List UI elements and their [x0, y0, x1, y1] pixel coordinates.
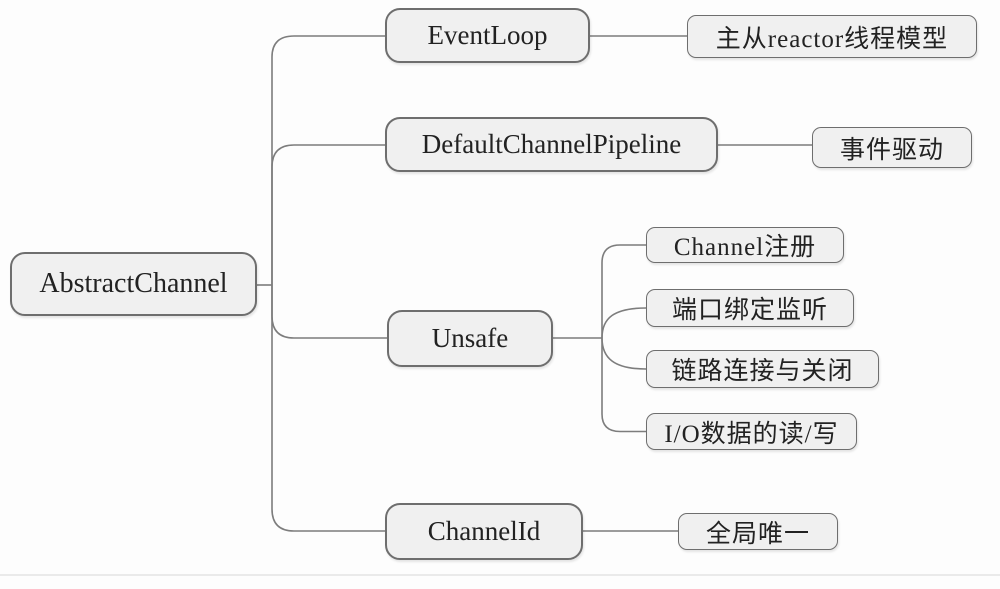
node-abstract-channel-label: AbstractChannel	[39, 268, 228, 299]
node-io-read-write: I/O数据的读/写	[646, 413, 857, 450]
connector-branch-channelid	[271, 285, 385, 532]
node-port-bind-listen-label: 端口绑定监听	[671, 297, 828, 324]
node-default-channel-pipeline-label: DefaultChannelPipeline	[421, 129, 682, 159]
node-abstract-channel: AbstractChannel	[10, 252, 257, 316]
node-event-loop-label: EventLoop	[427, 20, 548, 50]
connector-branch-unsafe	[271, 285, 387, 339]
node-event-loop: EventLoop	[385, 8, 590, 63]
connector-branch-eventloop	[271, 35, 385, 285]
node-io-read-write-label: I/O数据的读/写	[664, 420, 839, 448]
node-channel-id-label: ChannelId	[427, 516, 541, 546]
node-channel-register-label: Channel注册	[673, 234, 817, 261]
connector-unsafe-portbind	[601, 307, 647, 339]
node-global-unique: 全局唯一	[678, 513, 838, 550]
node-reactor-thread-model-label: 主从reactor线程模型	[715, 25, 949, 53]
node-global-unique-label: 全局唯一	[705, 520, 810, 548]
node-channel-register: Channel注册	[646, 227, 844, 263]
node-unsafe-label: Unsafe	[431, 323, 509, 353]
connector-unsafe-register	[601, 244, 646, 338]
node-link-connect-close: 链路连接与关闭	[646, 350, 879, 388]
node-unsafe: Unsafe	[387, 310, 553, 367]
connector-branch-pipeline	[271, 144, 385, 285]
connector-unsafe-linkconn	[601, 337, 647, 370]
node-port-bind-listen: 端口绑定监听	[646, 289, 854, 327]
node-event-driven-label: 事件驱动	[839, 136, 944, 164]
node-channel-id: ChannelId	[385, 503, 583, 560]
node-default-channel-pipeline: DefaultChannelPipeline	[385, 117, 718, 172]
node-reactor-thread-model: 主从reactor线程模型	[687, 15, 977, 58]
node-event-driven: 事件驱动	[812, 127, 972, 168]
connector-unsafe-iorw	[601, 338, 646, 433]
node-link-connect-close-label: 链路连接与关闭	[671, 358, 854, 385]
